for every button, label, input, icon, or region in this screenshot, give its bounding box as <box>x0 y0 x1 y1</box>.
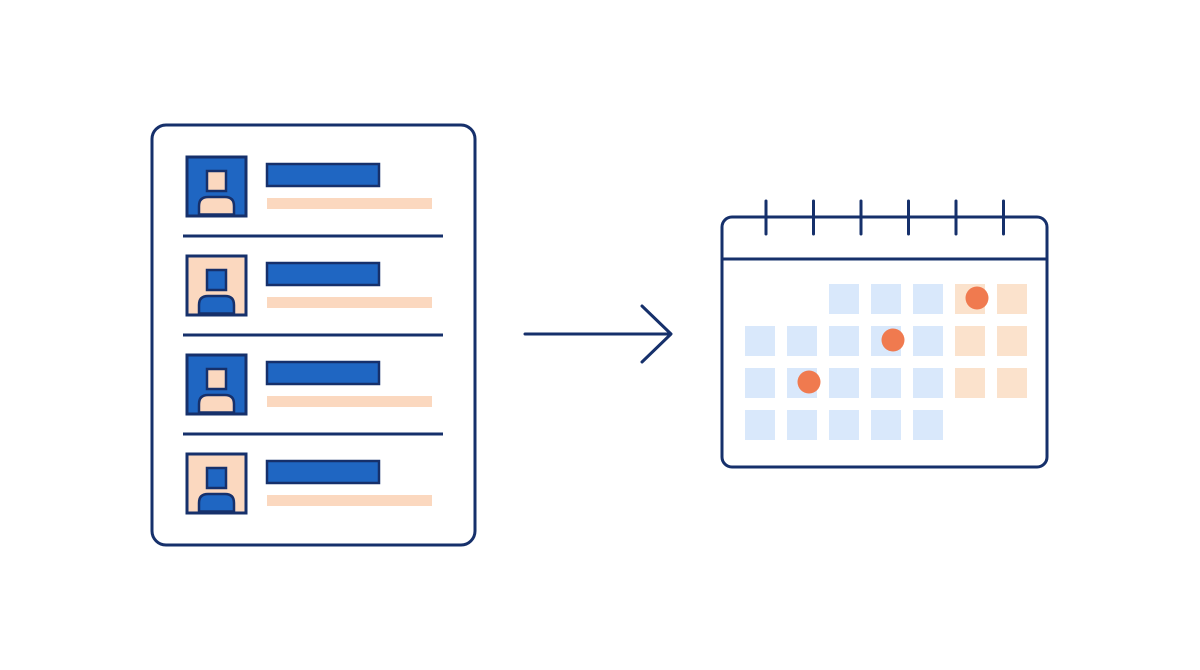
day-cell <box>787 410 817 440</box>
arrow-right-icon <box>523 304 673 364</box>
day-cell <box>829 284 859 314</box>
avatar-icon <box>185 353 248 416</box>
detail-bar <box>267 198 432 209</box>
day-cell <box>913 284 943 314</box>
day-cell <box>829 368 859 398</box>
list-item <box>185 155 432 218</box>
day-cell <box>871 410 901 440</box>
day-cell <box>829 326 859 356</box>
avatar-head <box>205 466 228 490</box>
detail-bar <box>267 297 432 308</box>
day-cell <box>745 326 775 356</box>
avatar-icon <box>185 155 248 218</box>
avatar-head <box>205 268 228 292</box>
day-cell <box>871 368 901 398</box>
weekend-day-cell <box>955 326 985 356</box>
name-bar <box>265 162 381 188</box>
avatar-icon <box>185 254 248 317</box>
day-cell <box>829 410 859 440</box>
avatar-icon <box>185 452 248 515</box>
avatar-body <box>197 195 236 216</box>
list-item <box>185 353 432 416</box>
list-item <box>185 254 432 317</box>
day-cell <box>787 326 817 356</box>
avatar-head <box>205 367 228 391</box>
event-dot <box>881 328 905 352</box>
name-bar <box>265 261 381 287</box>
day-cell <box>913 326 943 356</box>
day-grid <box>745 284 1027 440</box>
day-cell <box>913 410 943 440</box>
day-cell <box>745 410 775 440</box>
avatar-body <box>197 294 236 315</box>
detail-bar <box>267 495 432 506</box>
avatar-body <box>197 492 236 513</box>
day-cell <box>745 368 775 398</box>
avatar-head <box>205 169 228 193</box>
name-bar <box>265 459 381 485</box>
detail-bar <box>267 396 432 407</box>
day-cell <box>913 368 943 398</box>
event-dot <box>965 286 989 310</box>
weekend-day-cell <box>955 368 985 398</box>
arrow-head <box>640 304 673 364</box>
weekend-day-cell <box>997 368 1027 398</box>
calendar-icon <box>720 199 1049 469</box>
weekend-day-cell <box>997 284 1027 314</box>
avatar-body <box>197 393 236 414</box>
contact-list-icon <box>150 123 477 547</box>
event-dot <box>797 370 821 394</box>
day-cell <box>871 284 901 314</box>
list-item <box>185 452 432 515</box>
weekend-day-cell <box>997 326 1027 356</box>
name-bar <box>265 360 381 386</box>
